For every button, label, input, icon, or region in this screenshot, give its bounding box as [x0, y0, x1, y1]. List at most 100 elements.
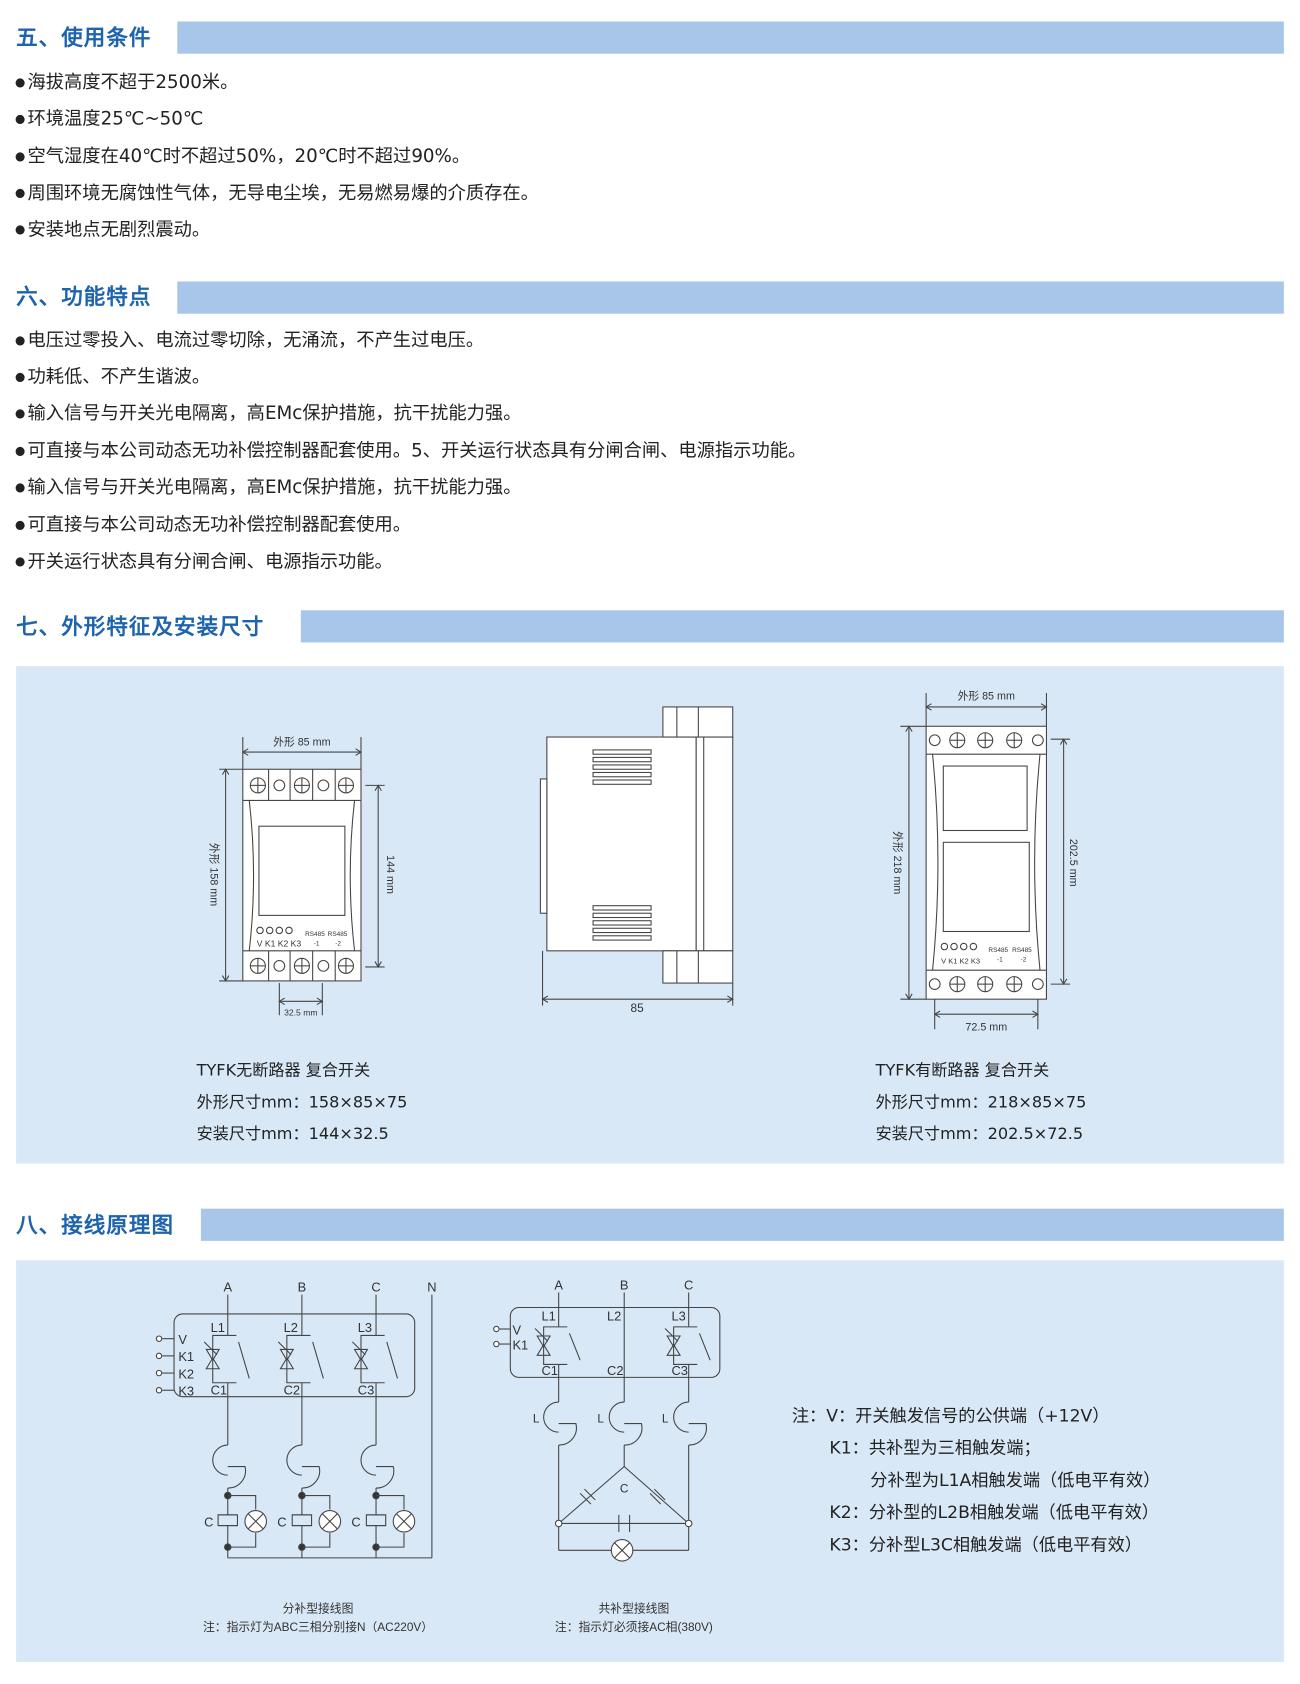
terminal-hole-icon — [273, 959, 286, 972]
capacitor-icon — [217, 1514, 238, 1527]
dim-label: 外形 85 mm — [958, 690, 1015, 702]
switch-contact-icon — [312, 1341, 324, 1379]
mount-size-right: 安装尺寸mm：202.5×72.5 — [875, 1123, 1084, 1144]
thyristor-icon — [212, 1334, 228, 1384]
terminal-hole-icon — [928, 734, 941, 747]
led-icon — [275, 926, 284, 935]
vent-slot — [592, 771, 652, 778]
led-labels: V K1 K2 K3 — [257, 939, 302, 949]
display-window — [942, 841, 1030, 933]
input-label: K1 — [178, 1349, 194, 1364]
thyristor-icon — [536, 1335, 552, 1356]
side-tab — [539, 778, 548, 914]
inductor-label: L — [662, 1411, 669, 1425]
section-header-bar — [200, 1208, 1284, 1241]
drawing-path — [227, 1494, 257, 1548]
inductor-icon — [558, 1423, 577, 1446]
led-labels: V K1 K2 K3 — [941, 957, 980, 966]
terminal-hole-icon — [317, 959, 330, 972]
mount-size-left: 安装尺寸mm：144×32.5 — [196, 1123, 389, 1144]
terminal-hole-icon — [1031, 734, 1044, 747]
capacitor-icon — [649, 1488, 666, 1505]
l-label: L1 — [541, 1308, 555, 1323]
l-label: L2 — [284, 1320, 298, 1335]
outline-size-left: 外形尺寸mm：158×85×75 — [196, 1092, 408, 1112]
input-label: K3 — [178, 1384, 194, 1399]
rs485-label: RS485 — [305, 931, 325, 938]
input-label: K2 — [178, 1366, 194, 1381]
lamp-icon — [396, 1513, 412, 1530]
list-item: 可直接与本公司动态无功补偿控制器配套使用。5、开关运行状态具有分闸合闸、电源指示… — [15, 439, 807, 465]
lamp-icon — [614, 1542, 630, 1559]
inductor-label: L — [533, 1411, 540, 1425]
section-header-bar — [177, 21, 1284, 54]
phase-label: A — [554, 1277, 563, 1292]
device-outline — [932, 754, 1041, 971]
c-label: C3 — [671, 1363, 687, 1378]
wiring-note: K3：分补型L3C相触发端（低电平有效） — [829, 1534, 1143, 1555]
led-icon — [950, 942, 958, 951]
c-label: C2 — [607, 1363, 623, 1378]
wiring-note: 分补型为L1A相触发端（低电平有效） — [870, 1469, 1161, 1491]
terminal-icon — [493, 1340, 500, 1348]
inductor-icon — [624, 1423, 643, 1446]
thyristor-icon — [673, 1326, 689, 1365]
thyristor-icon — [543, 1326, 559, 1365]
phase-label: N — [427, 1279, 436, 1294]
model-name-right: TYFK有断路器 复合开关 — [875, 1060, 1050, 1080]
led-icon — [940, 942, 949, 951]
rs485-label: -1 — [314, 940, 320, 947]
lamp-icon — [247, 1513, 264, 1530]
thyristor-icon — [286, 1334, 302, 1384]
cap-label: C — [620, 1481, 629, 1495]
section-title-dimensions: 七、外形特征及安装尺寸 — [16, 613, 265, 640]
vent-slot — [592, 935, 652, 941]
section-title-wiring: 八、接线原理图 — [16, 1211, 175, 1238]
vent-slot — [592, 912, 652, 919]
led-icon — [265, 926, 274, 935]
dim-label: 85 — [631, 1001, 645, 1015]
drawing-path — [227, 1334, 237, 1384]
inductor-icon — [227, 1465, 247, 1489]
display-window — [942, 765, 1028, 832]
inductor-icon — [673, 1401, 689, 1433]
phase-label: B — [620, 1277, 629, 1292]
led-icon — [969, 942, 978, 951]
c-label: C3 — [358, 1383, 374, 1398]
thyristor-icon — [360, 1334, 377, 1384]
device-outline — [248, 800, 356, 951]
phase-label: C — [371, 1279, 380, 1294]
list-item: 功耗低、不产生谐波。 — [15, 365, 211, 391]
terminal-hole-icon — [273, 779, 286, 792]
dim-label: 72.5 mm — [965, 1021, 1007, 1033]
c-label: C1 — [211, 1383, 227, 1398]
gate-line — [203, 1341, 218, 1356]
inductor-icon — [360, 1444, 377, 1476]
vent-slot — [592, 749, 652, 755]
capacitor-icon — [365, 1514, 387, 1527]
capacitor-icon — [579, 1488, 596, 1505]
display-window — [258, 825, 346, 916]
list-item: 环境温度25℃~50℃ — [15, 107, 204, 133]
diagram-note: 注：指示灯为ABC三相分别接N（AC220V） — [203, 1620, 433, 1634]
l-label: L3 — [671, 1308, 685, 1323]
l-label: L3 — [358, 1320, 372, 1335]
list-item: 安装地点无剧烈震动。 — [15, 218, 211, 244]
vent-slot — [592, 905, 652, 911]
inductor-icon — [301, 1465, 321, 1489]
terminal-hole-icon — [928, 978, 941, 991]
list-item: 电压过零投入、电流过零切除，无涌流，不产生过电压。 — [15, 329, 485, 355]
drawing-path — [301, 1334, 311, 1384]
drawing-path — [301, 1494, 331, 1548]
list-item: 输入信号与开关光电隔离，高EMc保护措施，抗干扰能力强。 — [15, 476, 522, 502]
drawing-path — [376, 1494, 405, 1548]
list-item: 空气湿度在40℃时不超过50%，20℃时不超过90%。 — [15, 145, 471, 171]
inductor-label: L — [597, 1411, 604, 1425]
phase-label: A — [223, 1279, 232, 1294]
phase-label: C — [684, 1277, 693, 1292]
terminal-icon — [155, 1352, 163, 1360]
outline-size-right: 外形尺寸mm：218×85×75 — [875, 1092, 1087, 1112]
dim-label: 32.5 mm — [284, 1007, 317, 1017]
switch-contact-icon — [386, 1341, 399, 1379]
wiring-note: K1：共补型为三相触发端； — [829, 1437, 1041, 1458]
